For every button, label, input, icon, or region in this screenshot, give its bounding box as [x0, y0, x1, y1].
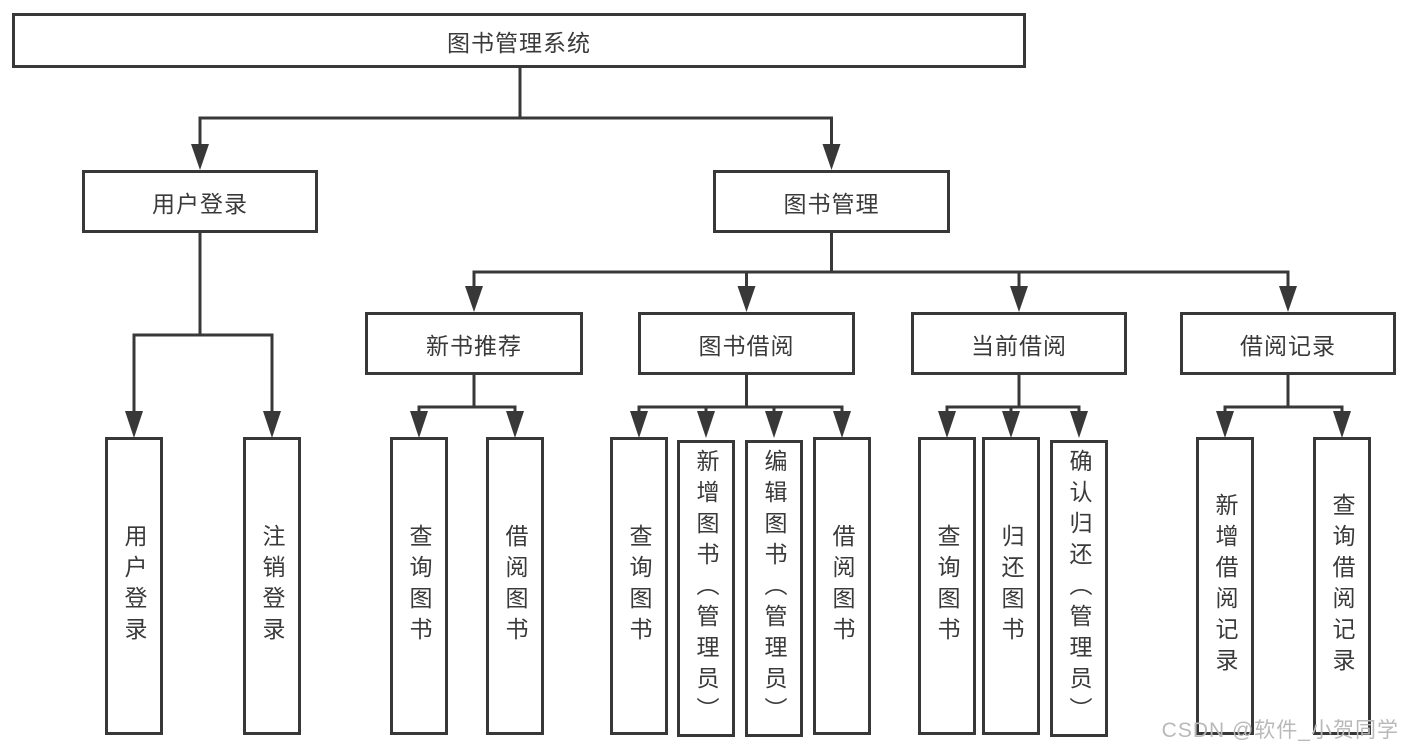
node-borrow-records: 借阅记录 [1180, 312, 1396, 375]
node-book-borrowing: 图书借阅 [638, 312, 855, 375]
connector-current-borrowing [938, 373, 1088, 438]
leaf-borrow-books-borrowing: 借阅图书 [813, 437, 871, 735]
leaf-query-books-recommend: 查询图书 [390, 437, 448, 735]
leaf-confirm-return-admin: 确认归还（管理员） [1050, 440, 1108, 737]
node-user-login-group: 用户登录 [82, 170, 318, 233]
node-current-borrowing: 当前借阅 [911, 312, 1127, 375]
leaf-add-books-admin: 新增图书（管理员） [677, 440, 735, 737]
connector-book-management [465, 231, 1297, 312]
leaf-query-books-borrowing: 查询图书 [610, 437, 668, 735]
leaf-logout: 注销登录 [243, 437, 301, 735]
leaf-borrow-books-recommend: 借阅图书 [486, 437, 544, 735]
node-book-management: 图书管理 [713, 170, 950, 233]
leaf-query-borrow-record: 查询借阅记录 [1313, 437, 1371, 735]
connector-borrow-records [1216, 373, 1351, 438]
connector-root [191, 66, 841, 170]
csdn-watermark: CSDN @软件_小贺同学 [1161, 719, 1399, 742]
connector-book-borrowing [630, 373, 851, 438]
node-book-management-system: 图书管理系统 [12, 13, 1026, 68]
leaf-edit-books-admin: 编辑图书（管理员） [745, 440, 803, 737]
leaf-add-borrow-record: 新增借阅记录 [1196, 437, 1254, 735]
connector-user-login [125, 231, 281, 438]
leaf-user-login: 用户登录 [105, 437, 163, 735]
node-new-book-recommendation: 新书推荐 [365, 312, 583, 375]
leaf-query-books-current: 查询图书 [918, 437, 976, 735]
connector-new-book [410, 373, 524, 438]
leaf-return-books: 归还图书 [982, 437, 1040, 735]
